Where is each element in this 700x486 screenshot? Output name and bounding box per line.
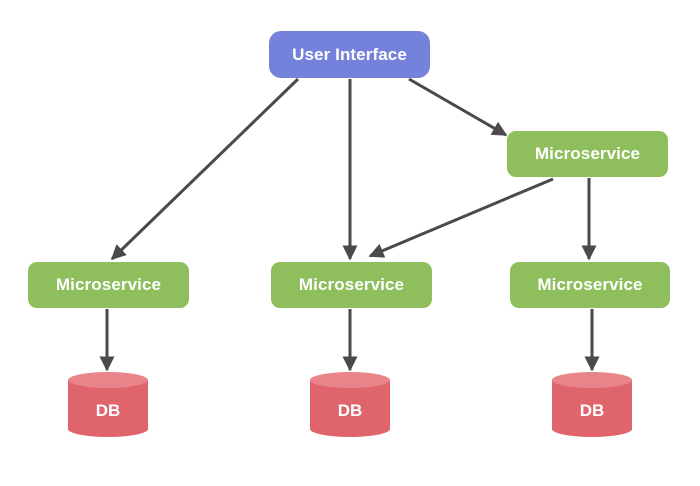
database-cylinder-icon — [552, 372, 632, 437]
database-node-left: DB — [68, 372, 148, 438]
microservice-node-middle: Microservice — [271, 262, 432, 308]
database-cylinder-icon — [68, 372, 148, 437]
database-label: DB — [337, 401, 363, 420]
database-label: DB — [95, 401, 121, 420]
arrow-ui-to-svc-top — [408, 77, 508, 137]
arrow-ui-to-svc-left — [110, 77, 300, 261]
database-cylinder-icon — [310, 372, 390, 437]
microservice-node-right: Microservice — [510, 262, 670, 308]
database-node-right: DB — [552, 372, 632, 438]
microservice-node-top: Microservice — [507, 131, 668, 177]
arrow-svc-top-to-svc-mid — [368, 177, 554, 258]
database-label: DB — [579, 401, 605, 420]
microservice-node-left: Microservice — [28, 262, 189, 308]
database-node-middle: DB — [310, 372, 390, 438]
user-interface-node: User Interface — [269, 31, 430, 78]
